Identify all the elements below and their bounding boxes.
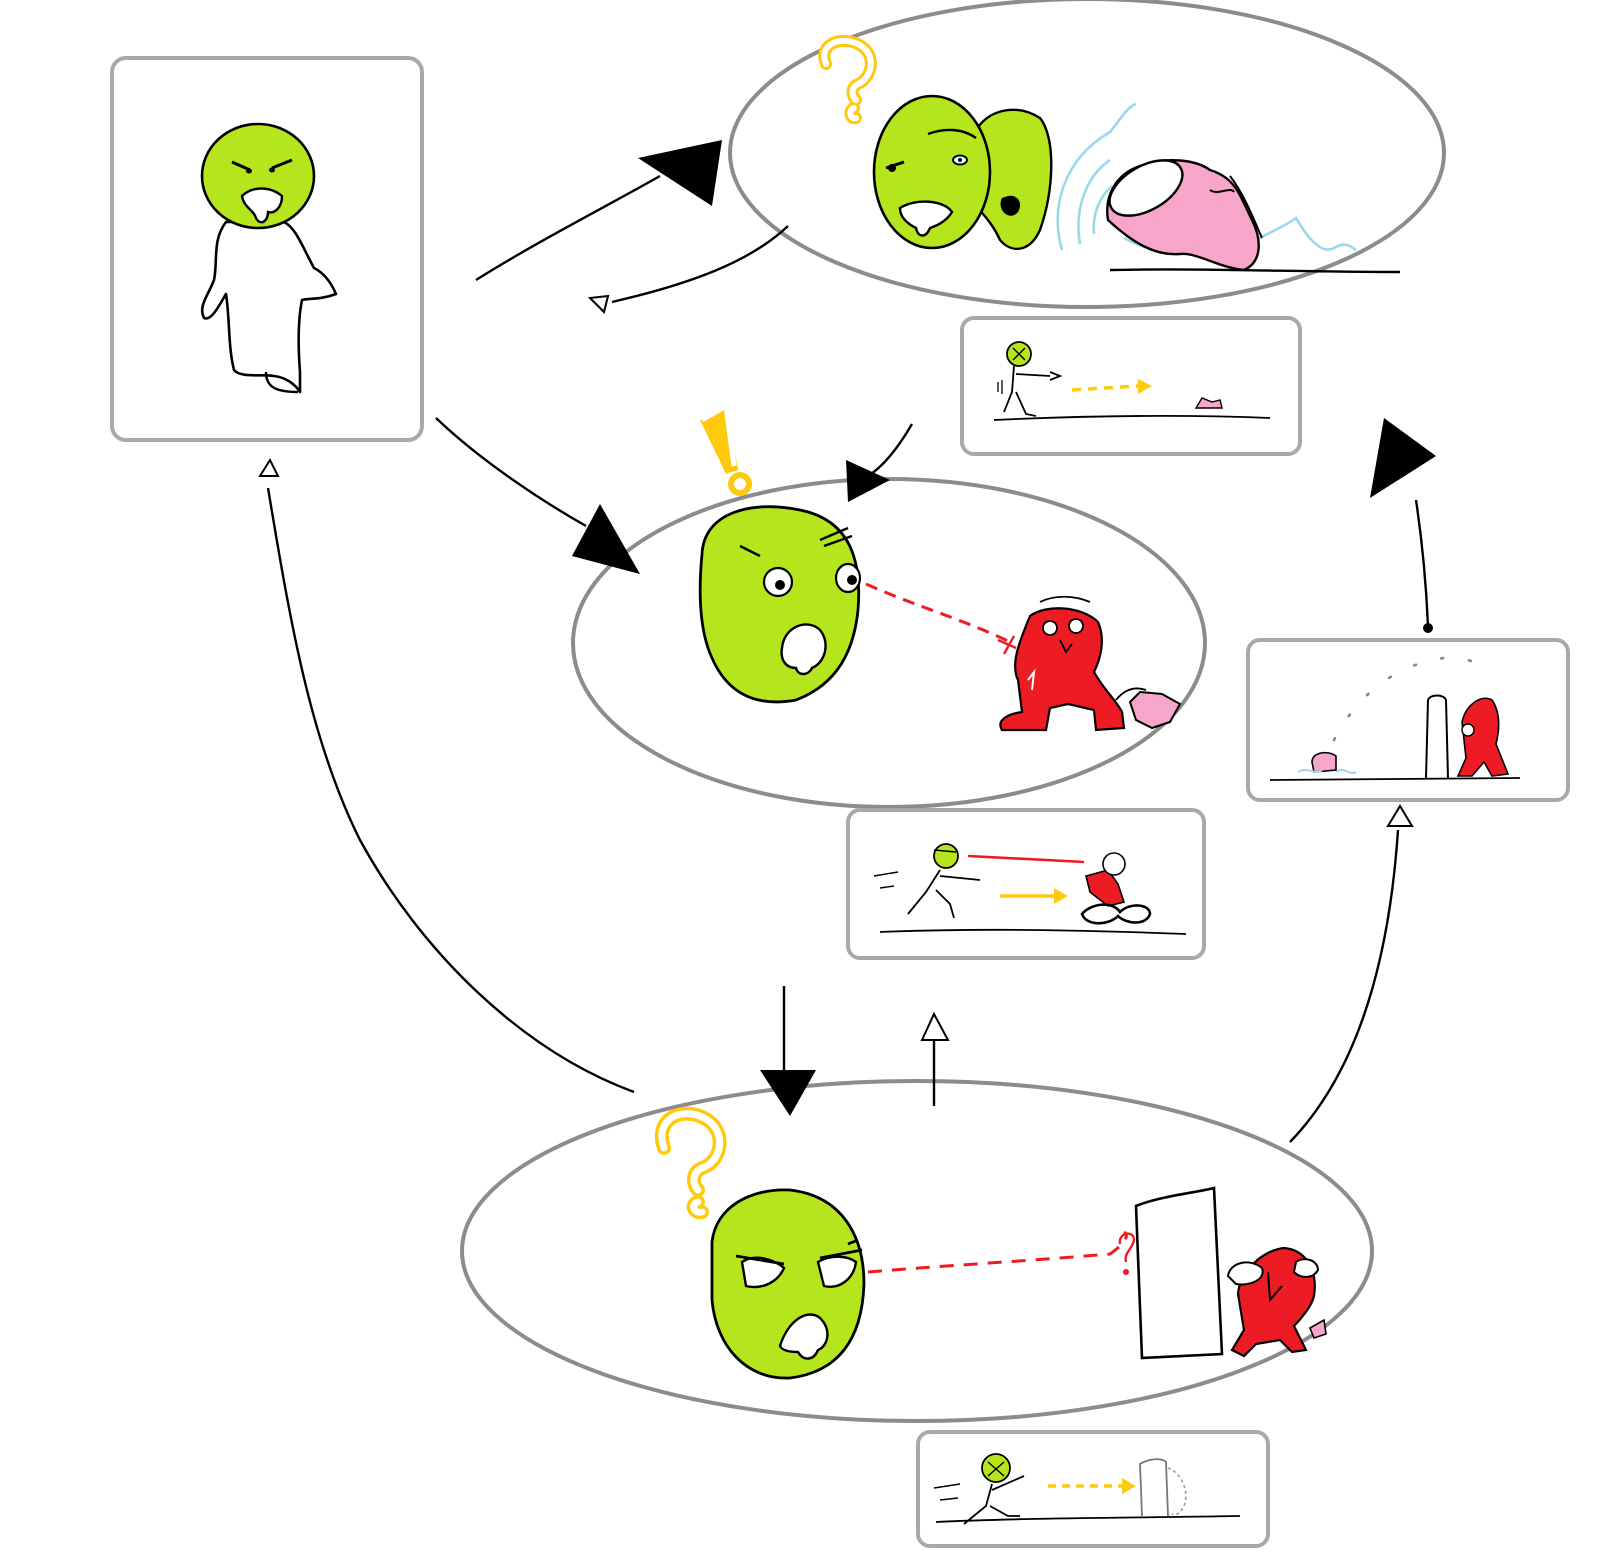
pink-cup <box>1106 159 1263 272</box>
red-character <box>1456 697 1510 777</box>
red-character <box>1226 1246 1327 1358</box>
transition-idle-to-hear <box>475 174 661 282</box>
vignette-investigate <box>960 316 1302 456</box>
character-head <box>933 843 959 869</box>
transition-hear-to-idle <box>611 225 789 304</box>
exclamation-mark <box>700 401 752 496</box>
transition-throw-to-hear <box>1414 499 1430 627</box>
pillar <box>1134 1186 1224 1360</box>
ground-line <box>1269 777 1521 781</box>
red-character <box>1080 852 1152 925</box>
character-head <box>698 505 861 704</box>
pink-cup <box>1128 690 1182 730</box>
character-head <box>981 1453 1011 1483</box>
sight-line <box>967 854 1085 864</box>
ground-line <box>993 414 1271 421</box>
arrowhead-open <box>258 457 280 477</box>
pillar <box>1139 1458 1169 1517</box>
motion-arrow <box>1071 384 1139 392</box>
character-body <box>963 1475 1025 1525</box>
transition-hear-to-spot <box>867 423 914 478</box>
searching-character <box>710 1188 866 1380</box>
state-ellipse <box>460 1079 1374 1423</box>
state-hear-noise <box>728 0 1446 309</box>
arrowhead-filled <box>572 504 640 574</box>
vignette-frame <box>846 808 1206 960</box>
transition-idle-to-spot <box>435 417 587 528</box>
vignette-search-pillar <box>916 1430 1270 1548</box>
character-ear <box>970 108 1053 250</box>
arrowhead-filled <box>846 460 890 502</box>
arrowhead-filled <box>638 140 722 206</box>
pink-cup <box>1194 397 1223 409</box>
sight-line <box>867 1230 1128 1274</box>
character-head <box>200 122 316 230</box>
vignette-frame <box>960 316 1302 456</box>
ground-line <box>935 1515 1241 1523</box>
vignette-frame <box>916 1430 1270 1548</box>
ground-line <box>1109 268 1401 274</box>
pillar <box>1425 694 1449 779</box>
pink-cup <box>1311 751 1337 773</box>
transition-lost-to-throw <box>1289 829 1400 1143</box>
vignette-frame <box>1246 638 1570 802</box>
arrowhead-open <box>1386 804 1414 827</box>
vignette-chase <box>846 808 1206 960</box>
walking-character <box>200 122 338 394</box>
state-ellipse <box>571 477 1207 809</box>
character-body <box>200 220 338 394</box>
arrowhead-filled <box>1370 418 1436 498</box>
character-body <box>1003 365 1063 417</box>
state-spot-target <box>571 401 1207 809</box>
state-lost-target <box>460 1079 1374 1423</box>
arrowhead-open <box>587 294 610 314</box>
transitions <box>258 140 1436 1143</box>
arrowhead-filled <box>760 1070 816 1116</box>
ground-line <box>879 928 1187 935</box>
alert-character <box>698 505 862 704</box>
arrowhead-open <box>920 1011 950 1041</box>
state-idle-walk <box>110 56 424 442</box>
transition-lost-to-idle <box>266 487 635 1094</box>
character-body <box>907 869 981 919</box>
vignette-throw-distraction <box>1246 638 1570 802</box>
red-character <box>999 595 1126 732</box>
listening-character <box>872 94 1053 250</box>
